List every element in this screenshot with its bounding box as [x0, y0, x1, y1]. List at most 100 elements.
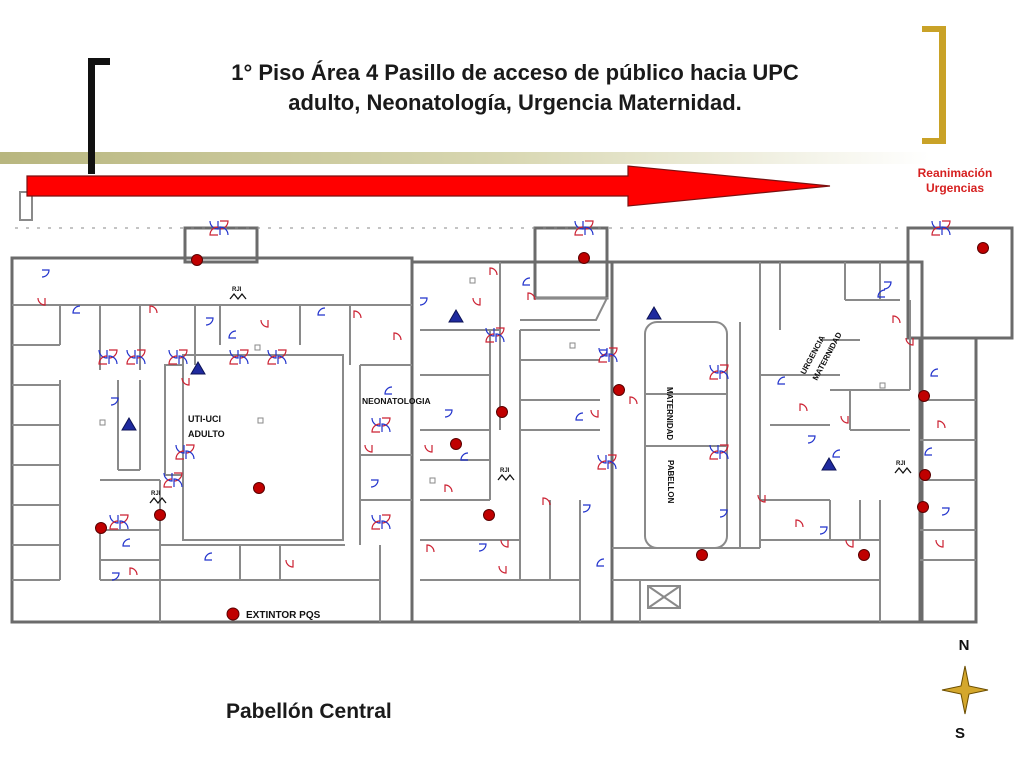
header-band	[0, 152, 930, 164]
door-swing-icon	[935, 539, 944, 548]
door-swing-icon	[185, 450, 195, 460]
door-swing-icon	[364, 444, 373, 453]
door-swing-icon	[204, 552, 213, 561]
door-swing-icon	[353, 310, 362, 319]
door-swing-icon	[807, 435, 816, 444]
door-swing-icon	[239, 349, 249, 359]
extintor-icon	[919, 469, 931, 481]
extintor-legend: EXTINTOR PQS	[226, 607, 321, 621]
uti-label-line-1: UTI-UCI	[188, 414, 221, 424]
triangle-icon	[821, 457, 837, 471]
door-swing-icon	[168, 355, 178, 365]
extintor-icon	[154, 509, 166, 521]
door-swing-icon	[277, 349, 287, 359]
door-swing-icon	[149, 305, 158, 314]
floor-plan: RJI RJI RJI RJI UTI-UCI ADULTO NEONATOLO…	[10, 165, 1014, 624]
extintor-icon	[95, 522, 107, 534]
door-swing-icon	[478, 543, 487, 552]
door-swing-icon	[485, 333, 495, 343]
east-wing-outline	[610, 260, 924, 624]
extintor-icon	[918, 390, 930, 402]
door-swing-icon	[892, 315, 901, 324]
door-swing-icon	[495, 333, 505, 343]
door-swing-icon	[608, 347, 618, 357]
door-swing-icon	[37, 297, 46, 306]
rji-label: RJI	[500, 468, 510, 474]
door-swing-icon	[472, 297, 481, 306]
door-swing-icon	[260, 319, 269, 328]
floor-plan-walls	[10, 226, 1014, 624]
pabellon-central-caption: Pabellón Central	[226, 700, 392, 723]
reanimacion-line-2: Urgencias	[925, 181, 985, 195]
door-swing-icon	[384, 386, 393, 395]
door-swing-icon	[173, 478, 183, 488]
door-swing-icon	[819, 526, 828, 535]
maternidad-vertical-label: MATERNIDAD	[665, 387, 674, 440]
door-swing-icon	[381, 514, 391, 524]
reanimacion-room	[906, 226, 1014, 340]
door-swing-icon	[598, 353, 608, 363]
door-swing-icon	[371, 514, 381, 524]
door-swing-icon	[136, 355, 146, 365]
door-swing-icon	[381, 417, 391, 427]
legend-extintor-label: EXTINTOR PQS	[246, 610, 321, 621]
door-swing-icon	[930, 368, 939, 377]
door-swing-icon	[277, 355, 287, 365]
door-swing-icon	[175, 450, 185, 460]
door-swing-icon	[941, 226, 951, 236]
door-swing-icon	[185, 444, 195, 454]
door-swing-icon	[598, 347, 608, 357]
door-swing-icon	[381, 423, 391, 433]
extintor-icon	[450, 438, 462, 450]
triangle-icon	[448, 309, 464, 323]
door-swing-icon	[209, 220, 219, 230]
north-vestibule-west	[183, 226, 259, 264]
door-swing-icon	[599, 349, 608, 358]
door-swing-icon	[608, 353, 618, 363]
door-swing-icon	[219, 220, 229, 230]
door-swing-icon	[527, 292, 536, 301]
door-swing-icon	[163, 472, 173, 482]
door-swing-icon	[877, 289, 886, 298]
door-swing-icon	[424, 444, 433, 453]
right-bracket-decoration	[922, 26, 946, 144]
door-swing-icon	[607, 460, 617, 470]
door-swing-icon	[173, 472, 183, 482]
compass: N S	[941, 637, 989, 742]
door-swing-icon	[574, 226, 584, 236]
rji-label: RJI	[232, 287, 242, 293]
door-swing-icon	[205, 317, 214, 326]
door-swing-icon	[119, 520, 129, 530]
door-swing-icon	[371, 423, 381, 433]
door-swing-icon	[489, 267, 498, 276]
door-swing-icon	[119, 514, 129, 524]
door-swing-icon	[575, 412, 584, 421]
door-swing-icon	[444, 484, 453, 493]
door-swing-icon	[719, 370, 729, 380]
door-swing-icon	[795, 519, 804, 528]
extintor-icon	[977, 242, 989, 254]
door-swing-icon	[108, 349, 118, 359]
door-swing-icon	[109, 514, 119, 524]
door-swing-icon	[883, 281, 892, 290]
door-swing-icon	[98, 355, 108, 365]
door-swing-icon	[444, 409, 453, 418]
title-line-1: 1° Piso Área 4 Pasillo de acceso de públ…	[231, 60, 799, 85]
door-swing-icon	[178, 349, 188, 359]
door-swing-icon	[98, 349, 108, 359]
door-swing-icon	[126, 355, 136, 365]
door-swing-icon	[709, 444, 719, 454]
door-swing-icon	[845, 539, 854, 548]
extintor-icon	[917, 501, 929, 513]
door-swing-icon	[393, 332, 402, 341]
door-swing-icon	[709, 450, 719, 460]
door-swing-icon	[522, 277, 531, 286]
door-swing-icon	[168, 349, 178, 359]
door-swing-icon	[111, 572, 120, 581]
door-swing-icon	[163, 478, 173, 488]
door-swing-icon	[228, 330, 237, 339]
door-swing-icon	[840, 415, 849, 424]
door-swing-icon	[629, 396, 638, 405]
door-swing-icon	[777, 376, 786, 385]
door-swing-icon	[607, 454, 617, 464]
